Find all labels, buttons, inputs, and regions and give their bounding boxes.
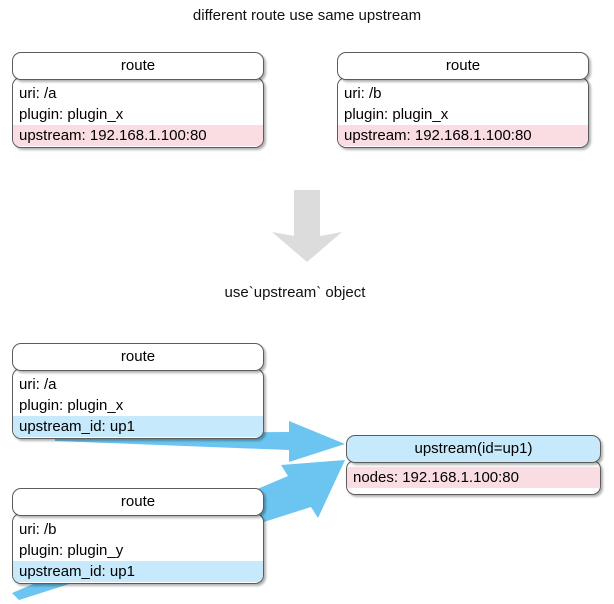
route-card-header: route	[337, 52, 589, 80]
route-card-body: uri: /b plugin: plugin_y upstream_id: up…	[12, 513, 264, 584]
route-card-body: uri: /a plugin: plugin_x upstream: 192.1…	[12, 77, 264, 148]
route-field-plugin: plugin: plugin_x	[19, 397, 124, 414]
route-card-body: uri: /a plugin: plugin_x upstream_id: up…	[12, 368, 264, 439]
route-field-upstream-id: upstream_id: up1	[13, 416, 263, 437]
route-field-plugin: plugin: plugin_y	[19, 542, 124, 559]
arrow-down-icon	[272, 190, 342, 262]
route-card-top-a: route uri: /a plugin: plugin_x upstream:…	[12, 52, 264, 148]
upstream-card-header: upstream(id=up1)	[346, 435, 601, 463]
route-card-bottom-a: route uri: /a plugin: plugin_x upstream_…	[12, 343, 264, 439]
top-section-title: different route use same upstream	[192, 7, 422, 24]
route-field-plugin: plugin: plugin_x	[344, 106, 449, 123]
route-field-plugin: plugin: plugin_x	[19, 106, 124, 123]
route-card-header: route	[12, 52, 264, 80]
route-card-header: route	[12, 343, 264, 371]
route-card-top-b: route uri: /b plugin: plugin_x upstream:…	[337, 52, 589, 148]
route-field-upstream: upstream: 192.168.1.100:80	[338, 125, 588, 146]
route-field-uri: uri: /a	[19, 85, 57, 102]
upstream-card: upstream(id=up1) nodes: 192.168.1.100:80	[346, 435, 601, 495]
route-field-uri: uri: /b	[344, 85, 382, 102]
middle-section-title: use`upstream` object	[224, 284, 366, 301]
route-field-upstream: upstream: 192.168.1.100:80	[13, 125, 263, 146]
route-field-upstream-id: upstream_id: up1	[13, 561, 263, 582]
route-card-body: uri: /b plugin: plugin_x upstream: 192.1…	[337, 77, 589, 148]
route-card-header: route	[12, 488, 264, 516]
route-field-uri: uri: /a	[19, 376, 57, 393]
upstream-card-body: nodes: 192.168.1.100:80	[346, 460, 601, 495]
route-card-bottom-b: route uri: /b plugin: plugin_y upstream_…	[12, 488, 264, 584]
route-field-uri: uri: /b	[19, 521, 57, 538]
upstream-field-nodes: nodes: 192.168.1.100:80	[347, 467, 600, 488]
